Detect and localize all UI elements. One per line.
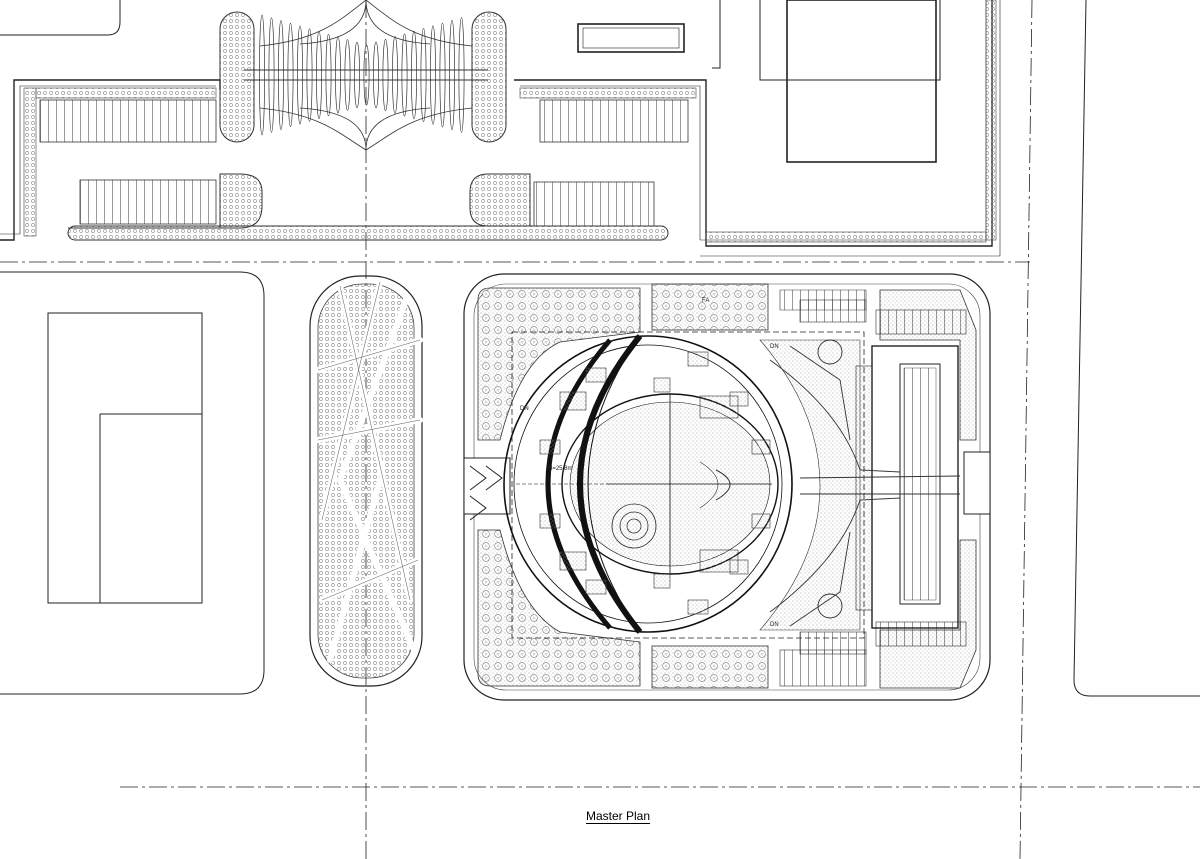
room (699, 395, 739, 419)
canopy-rib (392, 36, 398, 114)
canopy-rib (344, 39, 351, 111)
interior-rooms (539, 351, 771, 615)
canopy-rib (401, 33, 408, 117)
canopy-rib (325, 33, 332, 117)
ramp-label-lower: DN (770, 622, 779, 628)
ramp-label-upper: DN (770, 344, 779, 350)
canopy-rib (268, 17, 275, 133)
canopy-rib (363, 44, 370, 106)
room (699, 549, 739, 573)
room (559, 551, 587, 571)
ramp-label-left: DN (520, 406, 529, 412)
room (539, 439, 561, 455)
canopy-rib (316, 31, 322, 119)
site-outlines (0, 0, 1200, 697)
canopy-rib (306, 28, 313, 122)
level-mark: H=25.8m (548, 466, 573, 472)
plaza-paths (769, 339, 961, 627)
upper-planting-strips (23, 0, 997, 243)
plaza-paving (759, 339, 861, 631)
room (687, 599, 709, 615)
corridor-tag: FA (702, 298, 709, 304)
drawing-labels: FA DN DN DN H=25.8m (520, 298, 779, 628)
canopy-rib (287, 22, 294, 128)
room (653, 377, 671, 393)
canopy-bridge (244, 0, 488, 151)
canopy-rib (335, 36, 341, 114)
canopy-rib (354, 42, 360, 108)
room (687, 351, 709, 367)
main-site-block (463, 273, 991, 701)
parking-stalls (39, 99, 689, 227)
canopy-rib (259, 14, 265, 136)
amphitheater (611, 461, 731, 549)
canopy-rib (297, 25, 303, 125)
east-building (855, 345, 959, 629)
room (585, 579, 607, 595)
canopy-rib (439, 22, 446, 128)
ellipse-building (503, 334, 793, 634)
canopy-rib (458, 17, 465, 133)
drawing-title: Master Plan (586, 809, 651, 823)
canopy-ribs (259, 14, 465, 136)
canopy-rib (449, 19, 455, 131)
canopy-rib (382, 39, 389, 111)
canopy-rib (373, 41, 379, 109)
canopy-rib (420, 28, 427, 122)
room (653, 573, 671, 589)
room (751, 439, 771, 455)
room (559, 391, 587, 411)
canopy-rib (411, 30, 417, 120)
room (539, 513, 561, 529)
parking-islands (67, 11, 669, 241)
room (585, 367, 607, 383)
median-strip (309, 275, 423, 687)
canopy-rib (278, 20, 284, 130)
room (751, 513, 771, 529)
canopy-rib (430, 25, 436, 125)
